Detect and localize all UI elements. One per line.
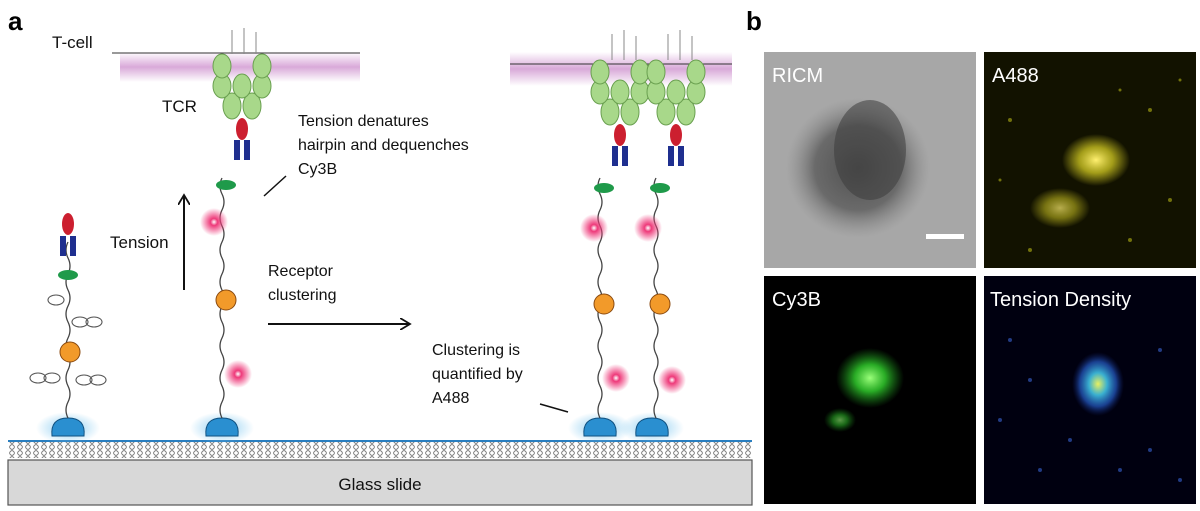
antigen — [614, 124, 626, 146]
a488-speckle — [998, 78, 1182, 252]
streptavidin-anchor — [51, 417, 85, 437]
tension-note-line-2: hairpin and dequenches — [298, 137, 469, 154]
clustering-label-line-1: Receptor — [268, 263, 334, 280]
probe-clustered-left — [568, 30, 650, 444]
gold-nanoparticle — [215, 289, 237, 311]
clustering-note-line-3: A488 — [432, 390, 469, 407]
probe-stretched — [190, 28, 272, 444]
cy3b-dye-glow — [224, 360, 252, 388]
antigen — [236, 118, 248, 140]
tension-note-line-3: Cy3B — [298, 161, 337, 178]
streptavidin-anchor — [205, 417, 239, 437]
micrograph-a488: A488 — [984, 52, 1196, 268]
cy3b-dye-glow — [634, 214, 662, 242]
gold-nanoparticle — [649, 293, 671, 315]
micrograph-label: RICM — [772, 65, 823, 87]
quencher — [650, 183, 670, 193]
clustering-note-pointer — [539, 403, 569, 413]
probe-relaxed — [29, 213, 107, 444]
hairpin-loops — [29, 294, 107, 386]
density-speckle — [998, 338, 1182, 482]
antigen — [62, 213, 74, 235]
quencher — [58, 270, 78, 280]
glass-slide — [7, 459, 753, 506]
cy3b-cluster — [836, 348, 904, 408]
tension-note-pointer — [263, 175, 287, 197]
panel-b: b RICM A488 Cy3B — [746, 6, 1196, 504]
a488-cluster — [1062, 134, 1130, 186]
ricm-cell-core — [834, 100, 906, 200]
micrograph-tension-density: Tension Density — [984, 276, 1196, 504]
cy3b-dye-glow — [580, 214, 608, 242]
micrograph-ricm: RICM — [764, 52, 976, 268]
cy3b-dye-glow — [200, 208, 228, 236]
tcr-tails — [667, 30, 693, 60]
tcr-complex — [212, 53, 272, 120]
lipid-bilayer — [8, 440, 752, 458]
cy3b-dye-glow — [602, 364, 630, 392]
tcr-tails — [611, 30, 637, 60]
tension-label: Tension — [110, 233, 169, 252]
receptor-arm-right — [622, 146, 628, 166]
receptor-arm-right — [678, 146, 684, 166]
receptor-arm-right — [244, 140, 250, 160]
receptor-arm-right — [70, 236, 76, 256]
cy3b-dye-glow — [658, 366, 686, 394]
dna-strand — [65, 241, 71, 419]
antigen — [670, 124, 682, 146]
clustering-note-line-2: quantified by — [432, 366, 523, 383]
clustering-note-line-1: Clustering is — [432, 342, 520, 359]
receptor-arm-left — [60, 236, 66, 256]
tcr-label: TCR — [162, 97, 197, 116]
micrograph-cy3b: Cy3B — [764, 276, 976, 504]
tension-note-line-1: Tension denatures — [298, 113, 429, 130]
a488-cluster — [1030, 188, 1090, 228]
quencher — [594, 183, 614, 193]
receptor-arm-left — [612, 146, 618, 166]
streptavidin-anchor — [583, 417, 617, 437]
clustering-note: Clustering is quantified by A488 — [432, 342, 569, 413]
panel-a: a T-cell Glass slide — [7, 6, 753, 506]
tension-note: Tension denatures hairpin and dequenches… — [263, 113, 469, 197]
tcr-complex — [646, 59, 706, 126]
quencher — [216, 180, 236, 190]
density-cluster — [1072, 352, 1124, 416]
micrograph-label: Tension Density — [990, 289, 1131, 311]
receptor-arm-left — [668, 146, 674, 166]
streptavidin-anchor — [635, 417, 669, 437]
glass-slide-label: Glass slide — [338, 475, 421, 494]
panel-b-letter: b — [746, 6, 762, 36]
cy3b-cluster — [824, 408, 856, 432]
receptor-arm-left — [234, 140, 240, 160]
tcell-label: T-cell — [52, 33, 93, 52]
micrograph-label: Cy3B — [772, 289, 821, 311]
micrograph-label: A488 — [992, 65, 1039, 87]
clustering-label-line-2: clustering — [268, 287, 336, 304]
probe-clustered-right — [620, 30, 706, 444]
gold-nanoparticle — [59, 341, 81, 363]
panel-a-letter: a — [8, 6, 23, 36]
tcr-tails — [231, 28, 257, 54]
scale-bar — [926, 234, 964, 239]
gold-nanoparticle — [593, 293, 615, 315]
